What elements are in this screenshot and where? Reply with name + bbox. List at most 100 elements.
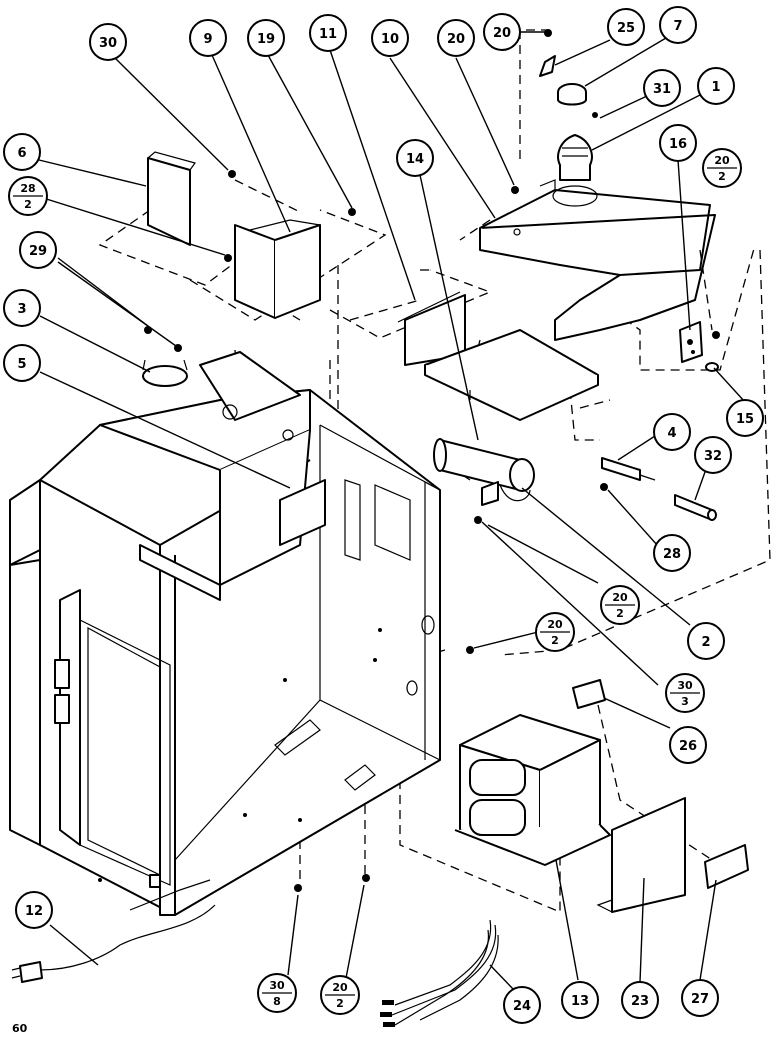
svg-text:2: 2 [24, 198, 32, 211]
svg-text:19: 19 [257, 32, 275, 47]
svg-text:8: 8 [273, 995, 281, 1008]
callout-26: 26 [669, 726, 707, 764]
part-16-terminal [679, 321, 703, 363]
svg-text:27: 27 [691, 992, 709, 1007]
callout-6: 6 [3, 133, 41, 171]
part-14-tray [424, 329, 599, 421]
svg-text:20: 20 [547, 618, 563, 631]
part-26-plate [572, 679, 606, 709]
part-1-bulb [557, 134, 593, 181]
svg-text:7: 7 [673, 19, 682, 34]
svg-text:26: 26 [679, 739, 697, 754]
page-number: 60 [12, 1022, 28, 1035]
callout-29: 29 [19, 231, 57, 269]
part-32-fuse [674, 494, 717, 521]
svg-text:4: 4 [667, 426, 676, 441]
svg-text:9: 9 [203, 32, 212, 47]
screw-markers [144, 29, 720, 892]
callout-19: 19 [247, 19, 285, 57]
svg-text:30: 30 [269, 979, 285, 992]
svg-text:32: 32 [704, 449, 722, 464]
callout-14: 14 [396, 139, 434, 177]
callout-7: 7 [659, 6, 697, 44]
callout-5: 5 [3, 344, 41, 382]
part-27-label [704, 844, 749, 889]
part-25-clip [539, 55, 556, 77]
svg-text:20: 20 [714, 154, 730, 167]
callout-23: 23 [621, 981, 659, 1019]
callout-13: 13 [561, 981, 599, 1019]
svg-text:11: 11 [319, 27, 337, 42]
leader-lines [38, 31, 746, 991]
svg-text:6: 6 [17, 146, 26, 161]
part-4-holder [601, 457, 656, 481]
svg-text:5: 5 [17, 357, 26, 372]
svg-text:20: 20 [332, 981, 348, 994]
callout-20-over-2-right: 20 2 [702, 148, 742, 188]
part-10-shroud [479, 179, 716, 341]
svg-text:12: 12 [25, 904, 43, 919]
svg-text:28: 28 [663, 547, 681, 562]
callout-27: 27 [681, 979, 719, 1017]
part-13-transformer [454, 714, 611, 866]
svg-text:30: 30 [677, 679, 693, 692]
callout-16: 16 [659, 124, 697, 162]
svg-text:20: 20 [612, 591, 628, 604]
svg-text:3: 3 [681, 695, 689, 708]
callout-9: 9 [189, 19, 227, 57]
svg-text:24: 24 [513, 999, 531, 1014]
svg-text:14: 14 [406, 152, 424, 167]
callout-28: 28 [653, 534, 691, 572]
svg-text:2: 2 [701, 635, 710, 650]
part-12-power-cord [11, 904, 216, 983]
svg-text:31: 31 [653, 82, 671, 97]
svg-text:20: 20 [493, 26, 511, 41]
svg-text:15: 15 [736, 412, 754, 427]
callout-24: 24 [503, 986, 541, 1024]
callout-4: 4 [653, 413, 691, 451]
callout-10: 10 [371, 19, 409, 57]
svg-text:29: 29 [29, 244, 47, 259]
svg-text:30: 30 [99, 36, 117, 51]
svg-text:10: 10 [381, 32, 399, 47]
part-2-fan-motor [433, 438, 535, 506]
callout-25: 25 [607, 8, 645, 46]
callout-15: 15 [726, 399, 764, 437]
svg-text:2: 2 [718, 170, 726, 183]
svg-text:20: 20 [447, 32, 465, 47]
callout-20-top: 20 [483, 13, 521, 51]
svg-text:2: 2 [551, 634, 559, 647]
svg-text:2: 2 [336, 997, 344, 1010]
svg-text:23: 23 [631, 994, 649, 1009]
cabinet-chassis [9, 351, 441, 916]
callout-3: 3 [3, 289, 41, 327]
callout-1: 1 [697, 67, 735, 105]
part-3-switch [142, 359, 188, 387]
callout-11: 11 [309, 14, 347, 52]
svg-text:1: 1 [711, 80, 720, 95]
part-24-harness [380, 919, 499, 1027]
callout-20-over-2-center: 20 2 [535, 612, 575, 652]
svg-text:28: 28 [20, 182, 35, 195]
part-23-cover [596, 797, 686, 913]
part-7-socket [557, 83, 587, 106]
callout-12: 12 [15, 891, 53, 929]
callout-28-over-2: 28 2 [8, 176, 48, 216]
svg-text:13: 13 [571, 994, 589, 1009]
callout-30-over-8: 30 8 [257, 973, 297, 1013]
callout-31: 31 [643, 69, 681, 107]
svg-text:16: 16 [669, 137, 687, 152]
callout-30-over-3: 30 3 [665, 673, 705, 713]
part-9-cover [234, 219, 321, 319]
callout-20: 20 [437, 19, 475, 57]
svg-text:25: 25 [617, 21, 635, 36]
part-6-bracket [147, 151, 196, 246]
callout-32: 32 [694, 436, 732, 474]
callout-20-over-2-mid: 20 2 [600, 585, 640, 625]
callout-2: 2 [687, 622, 725, 660]
callout-30: 30 [89, 23, 127, 61]
svg-text:2: 2 [616, 607, 624, 620]
svg-text:3: 3 [17, 302, 26, 317]
callout-20-over-2-bottom: 20 2 [320, 975, 360, 1015]
